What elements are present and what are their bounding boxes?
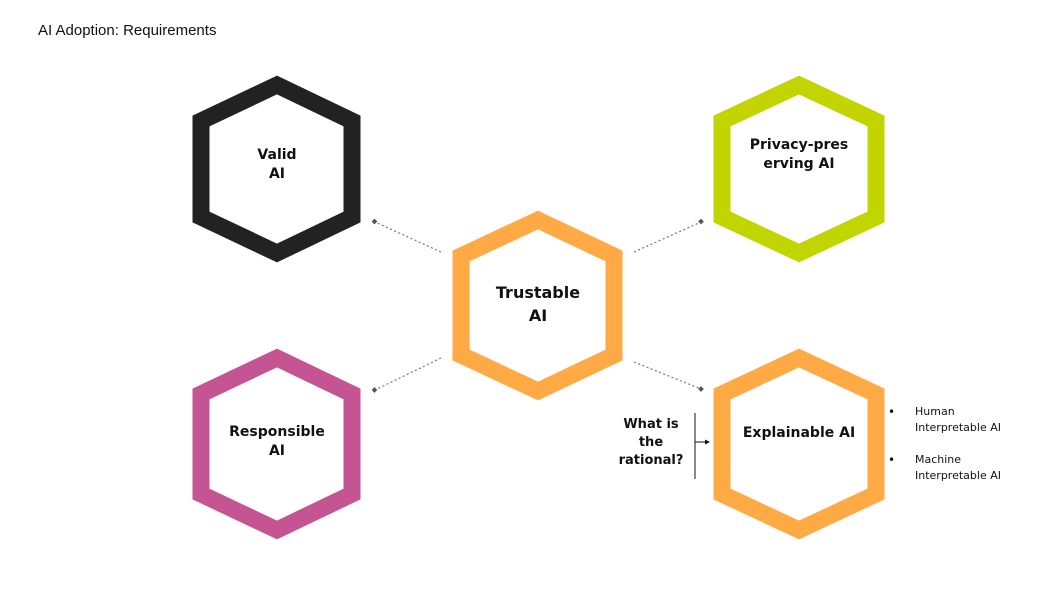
bullet-line2: Interpretable AI: [915, 420, 1001, 434]
connectors: [374, 221, 702, 391]
explainable-label: Explainable AI: [734, 424, 864, 443]
connector-privacy: [633, 221, 702, 253]
connector-responsible: [374, 357, 442, 391]
hexagon-responsible: [192, 348, 361, 540]
bullet-line1: Machine: [915, 452, 962, 466]
endpoint-explainable: [698, 386, 704, 392]
bullet-item: • Machine Interpretable AI: [888, 452, 1038, 484]
privacy-label: Privacy-pres erving AI: [739, 136, 859, 174]
endpoint-privacy: [698, 218, 704, 225]
privacy-label-line1: Privacy-pres: [749, 137, 849, 153]
bullet-line2: Interpretable AI: [915, 468, 1001, 482]
hexagon-valid: [192, 75, 361, 263]
bullet-item: • Human Interpretable AI: [888, 404, 1038, 436]
endpoint-valid: [371, 218, 378, 225]
hexagon-privacy: [713, 75, 885, 263]
trustable-label: Trustable AI: [473, 281, 603, 327]
bracket-arrowhead: [705, 439, 710, 445]
privacy-label-line2: erving AI: [763, 155, 835, 172]
bullet-line1: Human: [915, 405, 955, 418]
valid-label: Valid AI: [217, 146, 337, 184]
connector-endpoints: [371, 218, 704, 393]
responsible-label: Responsible AI: [212, 423, 342, 461]
trustable-label-line1: Trustable: [495, 283, 581, 302]
responsible-label-line2: AI: [268, 442, 286, 459]
endpoint-responsible: [371, 387, 378, 393]
explainable-label-line1: Explainable AI: [742, 425, 856, 441]
explainable-bullet-list: • Human Interpretable AI • Machine Inter…: [888, 404, 1038, 500]
question-text: What is the rational?: [612, 416, 690, 471]
responsible-label-line1: Responsible: [229, 424, 325, 440]
connector-explainable: [633, 361, 702, 390]
trustable-label-line2: AI: [528, 306, 548, 326]
question-bracket: [694, 413, 706, 479]
connector-valid: [374, 221, 442, 253]
hexagon-trustable: [452, 210, 623, 401]
bullet-dot-icon: •: [888, 405, 896, 419]
diagram-title: AI Adoption: Requirements: [38, 22, 217, 39]
hexagon-explainable: [713, 348, 885, 540]
bullet-dot-icon: •: [888, 452, 896, 467]
valid-label-line1: Valid: [257, 147, 297, 163]
question-line1: What is: [623, 417, 679, 432]
valid-label-line2: AI: [268, 165, 286, 182]
question-line2: the: [638, 435, 664, 451]
question-line3: rational?: [618, 453, 684, 469]
